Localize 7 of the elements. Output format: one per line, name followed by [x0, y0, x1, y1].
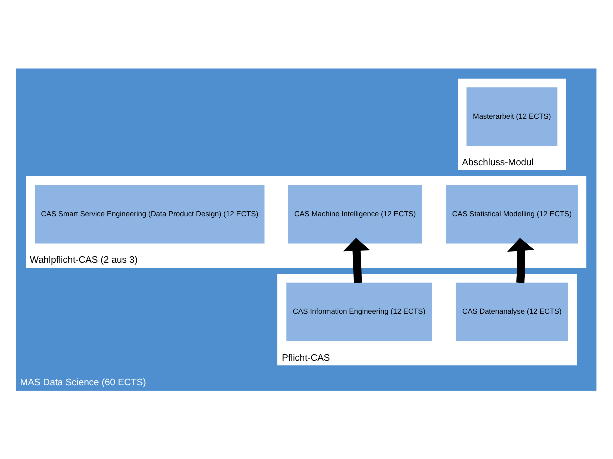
node-box: CAS Smart Service Engineering (Data Product Design) (12 ECTS): [35, 184, 265, 244]
node-box: CAS Statistical Modelling (12 ECTS): [446, 184, 578, 244]
arrow: [343, 238, 370, 283]
node-box: CAS Information Engineering (12 ECTS): [286, 282, 432, 341]
node-box: CAS Datenanalyse (12 ECTS): [456, 282, 568, 341]
node-box: CAS Machine Intelligence (12 ECTS): [288, 184, 422, 244]
node-box: Masterarbeit (12 ECTS): [466, 87, 558, 146]
